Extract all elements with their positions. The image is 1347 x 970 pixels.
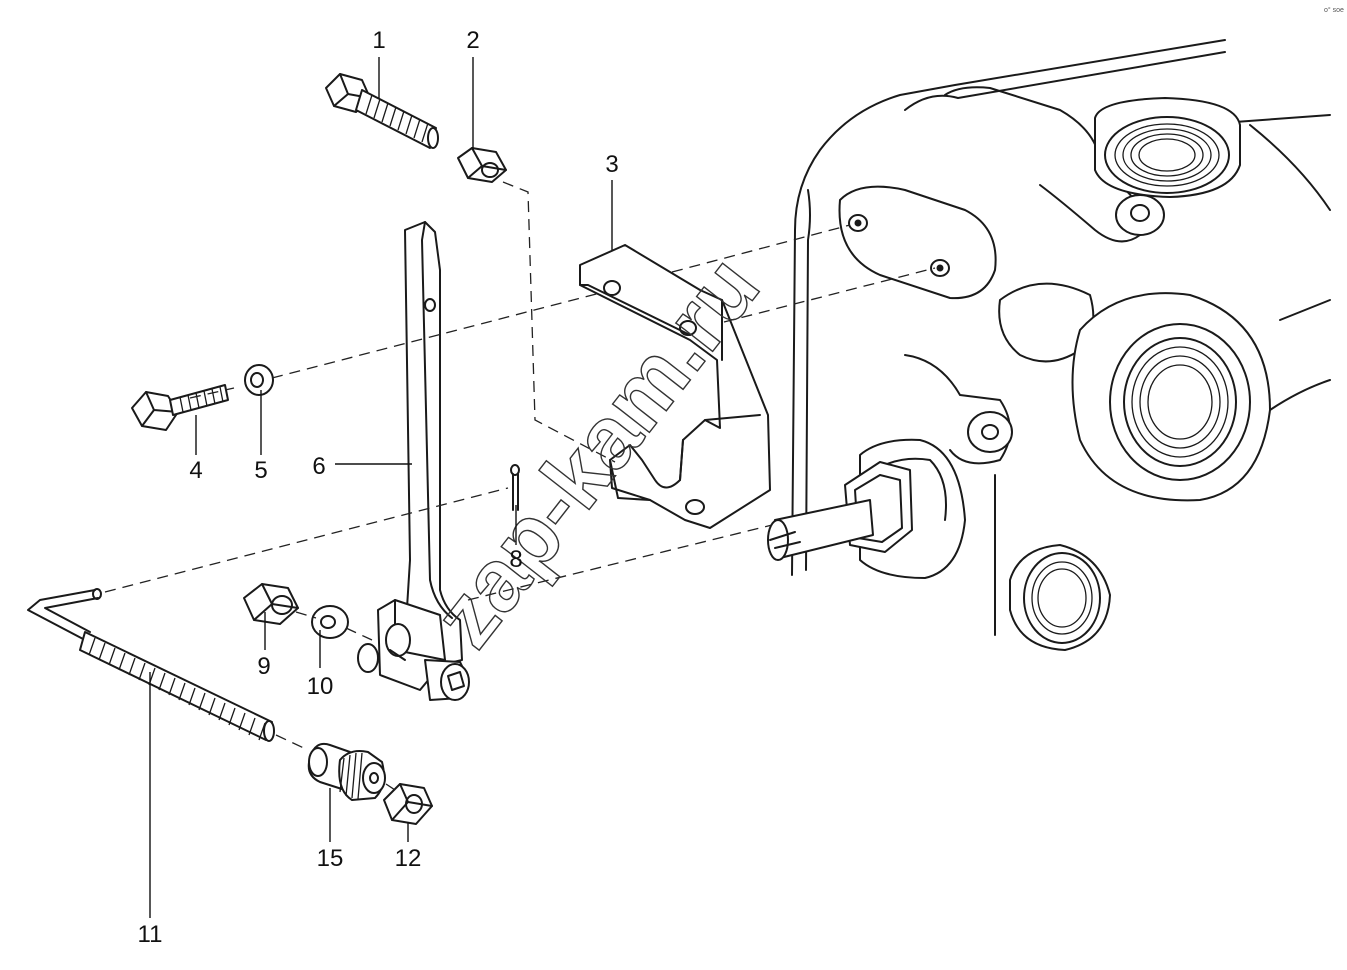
callout-15: 15 [317, 845, 344, 872]
callout-4: 4 [189, 457, 202, 484]
callout-3: 3 [605, 151, 618, 178]
callout-9: 9 [257, 653, 270, 680]
washer-part-5 [244, 364, 274, 396]
washer-part-10 [311, 605, 349, 639]
nut-part-2 [457, 147, 507, 183]
assembly-lines [104, 181, 936, 793]
knurled-sleeve-part-15 [307, 742, 386, 801]
callout-8: 8 [509, 546, 522, 573]
callout-6: 6 [312, 453, 325, 480]
pump-housing [767, 39, 1331, 651]
callout-1: 1 [372, 27, 385, 54]
callout-2: 2 [466, 27, 479, 54]
nut-part-9 [243, 583, 299, 625]
callout-12: 12 [395, 845, 422, 872]
callout-leaders [149, 57, 613, 918]
nut-part-12 [383, 783, 433, 825]
bolt-part-4 [131, 384, 229, 431]
callout-labels: 1 2 3 4 5 6 8 9 10 11 12 15 [138, 27, 619, 948]
corner-mark: o° soe [1324, 6, 1344, 14]
threaded-rod-part-11 [27, 588, 275, 742]
clamp-block [357, 599, 470, 701]
callout-10: 10 [307, 673, 334, 700]
bracket-part-3 [579, 244, 771, 529]
callout-11: 11 [138, 921, 163, 948]
callout-5: 5 [254, 457, 267, 484]
bolt-part-1 [325, 73, 439, 149]
cotter-pin-part-8 [510, 464, 520, 511]
